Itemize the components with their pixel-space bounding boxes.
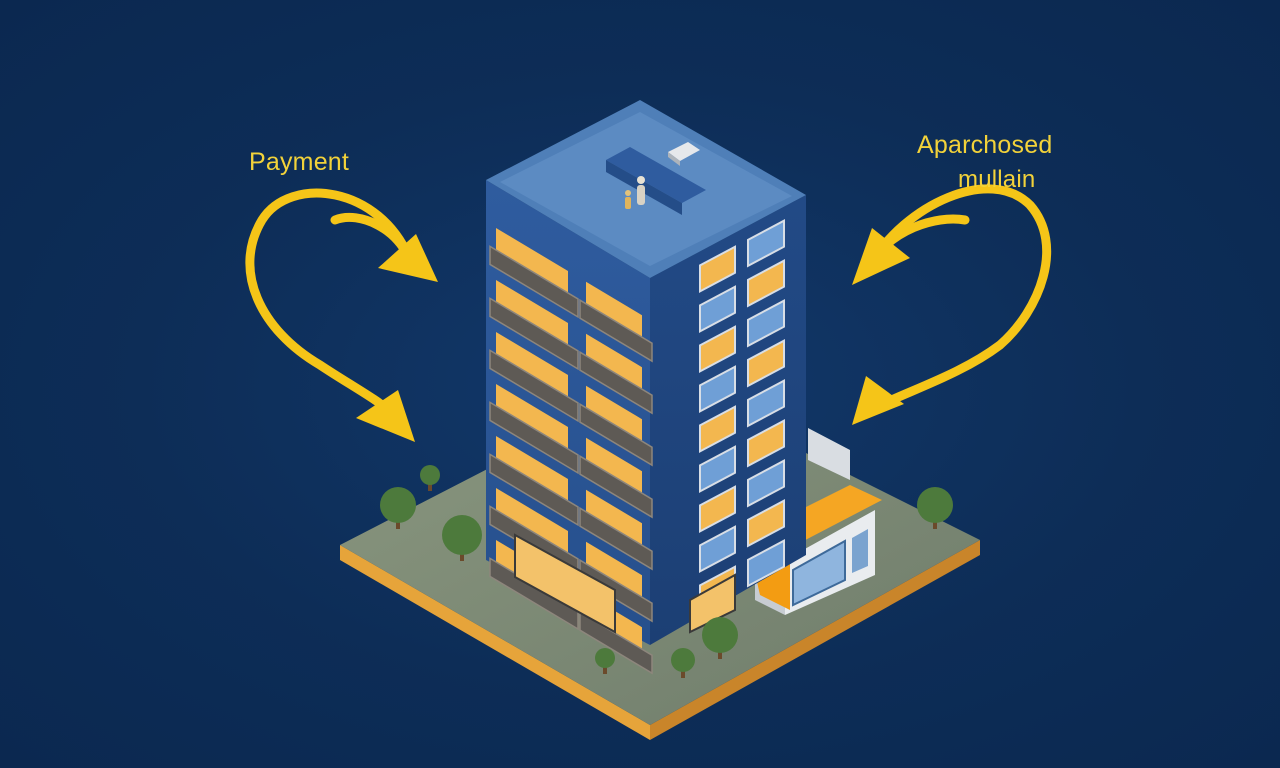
child-body [625, 197, 631, 209]
lobby-glass [514, 533, 616, 634]
lit-window [496, 435, 568, 505]
lit-window [496, 227, 568, 297]
tree-crown [380, 487, 416, 523]
lit-window [747, 499, 785, 548]
person-icon [625, 176, 645, 209]
lit-window [496, 279, 568, 349]
balcony-railing [489, 349, 579, 423]
shop-back-wall [808, 428, 850, 480]
arrowheads [356, 228, 910, 442]
glass-window [747, 459, 785, 508]
lit-window [747, 419, 785, 468]
arrowhead-right-lower [852, 376, 904, 425]
lit-window [496, 331, 568, 401]
arrowhead-left-lower [356, 390, 415, 442]
shop-door [852, 529, 868, 573]
arrowhead-left-upper [378, 234, 438, 282]
balcony-railing [579, 402, 653, 467]
glass-window [747, 219, 785, 268]
glass-window [699, 445, 736, 494]
car-body [668, 142, 700, 161]
glass-window [747, 379, 785, 428]
lit-window [699, 405, 736, 454]
tree-crown [702, 617, 738, 653]
balcony-railing [579, 298, 653, 363]
tree-icon [380, 465, 953, 678]
balcony-railing [489, 297, 579, 371]
payment-label: Payment [249, 148, 350, 176]
person-body [637, 185, 645, 205]
lit-window [747, 339, 785, 388]
apartment-building-icon [486, 100, 806, 675]
child-head [625, 190, 631, 196]
lit-window [496, 383, 568, 453]
tree-crown [420, 465, 440, 485]
lit-window [586, 385, 642, 446]
balcony-railing [579, 350, 653, 415]
lit-window [586, 333, 642, 394]
glass-window [747, 539, 785, 588]
ground-edge-left [340, 545, 650, 740]
person-head [637, 176, 645, 184]
right-label-line-1: Aparchosed [917, 131, 1053, 159]
lit-window [699, 325, 736, 374]
balcony-railing [579, 506, 653, 571]
shop-window [792, 539, 846, 607]
lit-window [586, 541, 642, 602]
tree-crown [917, 487, 953, 523]
lit-window [699, 485, 736, 534]
glass-window [699, 285, 736, 334]
ground-edge-right [650, 540, 980, 740]
tree-crown [442, 515, 482, 555]
lit-window [747, 259, 785, 308]
tree-crown [671, 648, 695, 672]
lit-window [586, 489, 642, 550]
lit-window [699, 245, 736, 294]
roof-vent [606, 147, 706, 203]
car-side [668, 152, 680, 166]
arrow-left-upper [245, 188, 415, 420]
balcony-railing [579, 454, 653, 519]
lit-window [586, 281, 642, 342]
balcony-railing [579, 610, 653, 675]
right-label-line-2: mullain [958, 166, 1036, 193]
arrow-right-upper [865, 184, 1052, 415]
tree-crown [595, 648, 615, 668]
glass-window [747, 299, 785, 348]
arrowhead-right-upper [852, 228, 910, 285]
balcony-railing [489, 401, 579, 475]
balcony-railing [489, 245, 579, 319]
lit-window [586, 437, 642, 498]
glass-window [699, 365, 736, 414]
glass-window [699, 525, 736, 574]
car-icon [668, 142, 700, 166]
lit-window [496, 487, 568, 557]
lobby-glass-side [689, 573, 736, 634]
balcony-railing [489, 453, 579, 527]
